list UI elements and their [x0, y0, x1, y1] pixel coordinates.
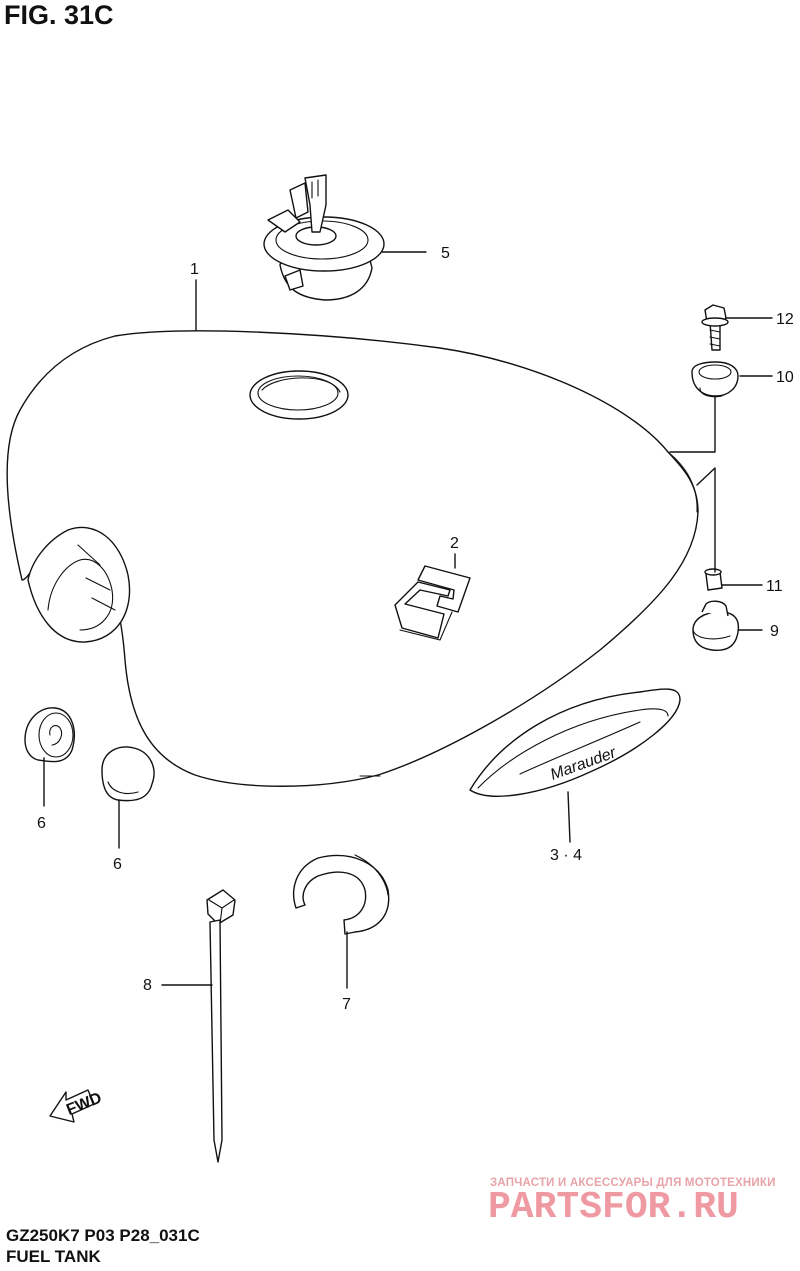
callout-6b: 6	[113, 856, 122, 873]
callout-12: 12	[776, 311, 794, 328]
model-code: GZ250K7 P03 P28_031C	[6, 1226, 200, 1245]
leader-lines	[43, 251, 773, 989]
figure-title: FIG. 31C	[4, 0, 114, 30]
watermark-subtitle: ЗАПЧАСТИ И АКСЕССУАРЫ ДЛЯ МОТОТЕХНИКИ	[490, 1177, 776, 1189]
callout-10: 10	[776, 369, 794, 386]
callout-1: 1	[190, 261, 199, 278]
collar[interactable]	[704, 568, 723, 591]
callout-6a: 6	[37, 815, 46, 832]
bolt[interactable]	[701, 304, 729, 351]
marauder-badge[interactable]: Marauder	[469, 688, 681, 797]
fwd-arrow: FWD	[49, 1089, 104, 1123]
callout-11: 11	[766, 578, 783, 595]
cable-tie[interactable]	[206, 889, 236, 1163]
rubber-cushion-a[interactable]	[24, 707, 75, 763]
callout-9: 9	[770, 623, 779, 640]
callout-8: 8	[143, 977, 152, 994]
suzuki-emblem[interactable]	[394, 565, 471, 641]
watermark-brand: PARTSFOR.RU	[488, 1186, 739, 1229]
fuel-tank[interactable]	[6, 330, 699, 787]
callout-7: 7	[342, 996, 351, 1013]
callout-5: 5	[441, 245, 450, 262]
callout-2: 2	[450, 535, 459, 552]
grommet[interactable]	[691, 361, 739, 398]
rubber-cushion-b[interactable]	[101, 746, 155, 802]
mount-cushion[interactable]	[692, 600, 740, 652]
fuel-cap[interactable]	[263, 174, 385, 301]
split-cushion[interactable]	[293, 854, 390, 935]
callout-labels: 1 2 3 · 4 5 6 6 7 8 9 10 11 12	[37, 245, 794, 1013]
callout-3-4: 3 · 4	[550, 847, 582, 864]
section-name: FUEL TANK	[6, 1247, 101, 1266]
